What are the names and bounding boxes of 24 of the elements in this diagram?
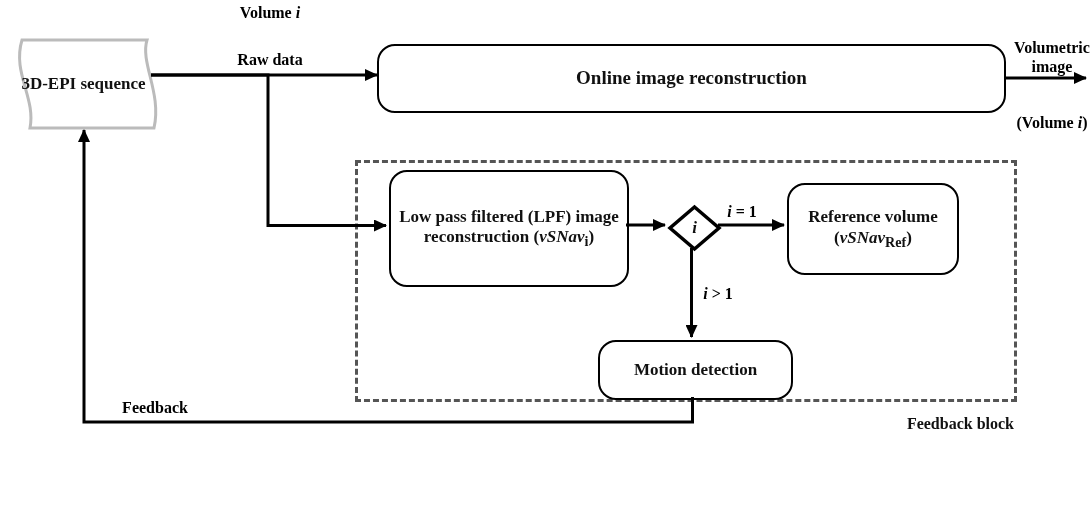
node-label: Reference volume (vSNav$_{Ref}$): [807, 207, 939, 251]
arrow: [685, 248, 698, 338]
node-label: Motion detection: [632, 359, 759, 381]
arrow: [78, 129, 694, 424]
edge-label: i > 1: [703, 284, 733, 304]
node-label: Low pass filtered (LPF) image reconstruction (vSNav$_{i}$): [398, 206, 620, 251]
decision-diamond: [668, 205, 721, 251]
arrow: [1006, 72, 1087, 84]
process-box: [389, 170, 629, 287]
node-label: 3D-EPI sequence: [20, 73, 147, 95]
node-label: Online image reconstruction: [575, 67, 808, 90]
arrow: [718, 219, 785, 231]
group-label: Feedback block: [906, 413, 1014, 433]
arrow: [151, 73, 387, 232]
text-label: (Volume i): [1016, 113, 1088, 133]
process-box: [377, 44, 1006, 113]
process-box: [787, 183, 959, 275]
decision-label: i: [691, 217, 698, 239]
edge-label: Raw data: [237, 50, 303, 70]
edge-label: Volumetric image: [1013, 38, 1091, 77]
text-label: Volume i: [239, 3, 301, 23]
edge-label: Feedback: [122, 398, 188, 418]
edge-label: i = 1: [727, 202, 757, 222]
process-box: [598, 340, 793, 400]
